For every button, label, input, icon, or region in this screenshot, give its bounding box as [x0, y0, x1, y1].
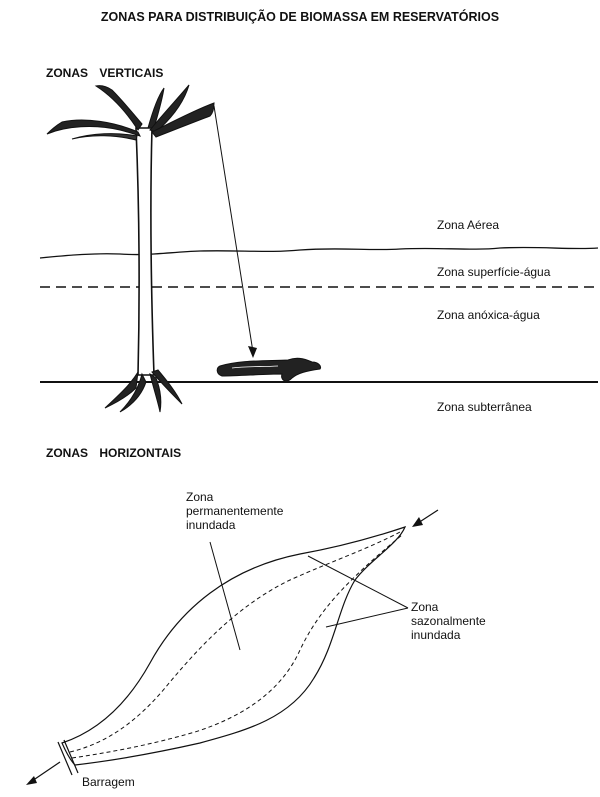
- permanent-zone-boundary: [70, 532, 400, 752]
- permanent-zone-line: inundada: [186, 518, 316, 532]
- seasonal-zone-leader: [326, 608, 408, 627]
- outflow-arrow: [32, 762, 60, 781]
- vertical-zones-heading: ZONAS VERTICAIS: [46, 66, 163, 80]
- seasonal-zone-leader: [308, 556, 408, 608]
- water-surface-line: [40, 247, 598, 258]
- zone-anoxic-water-label: Zona anóxica-água: [437, 308, 540, 322]
- permanent-zone-line: permanentemente: [186, 504, 316, 518]
- dam-mark: [64, 740, 78, 773]
- horizontal-zones-heading: ZONAS HORIZONTAIS: [46, 446, 181, 460]
- falling-branch-arrow: [214, 106, 253, 352]
- standing-tree: [47, 85, 214, 412]
- dam-label: Barragem: [82, 775, 135, 789]
- fallen-log: [217, 358, 320, 381]
- arrowhead: [248, 346, 257, 358]
- permanent-zone-label: Zona permanentemente inundada: [186, 490, 316, 532]
- permanent-zone-boundary-inner: [72, 535, 402, 758]
- zone-aerea-label: Zona Aérea: [437, 218, 499, 232]
- permanent-zone-line: Zona: [186, 490, 316, 504]
- zone-underground-label: Zona subterrânea: [437, 400, 532, 414]
- zone-surface-water-label: Zona superfície-água: [437, 265, 550, 279]
- reservoir-outline: [62, 527, 405, 765]
- page-title: ZONAS PARA DISTRIBUIÇÃO DE BIOMASSA EM R…: [0, 10, 600, 24]
- seasonal-zone-line: Zona: [411, 600, 531, 614]
- seasonal-zone-line: sazonalmente: [411, 614, 531, 628]
- seasonal-zone-label: Zona sazonalmente inundada: [411, 600, 531, 642]
- seasonal-zone-line: inundada: [411, 628, 531, 642]
